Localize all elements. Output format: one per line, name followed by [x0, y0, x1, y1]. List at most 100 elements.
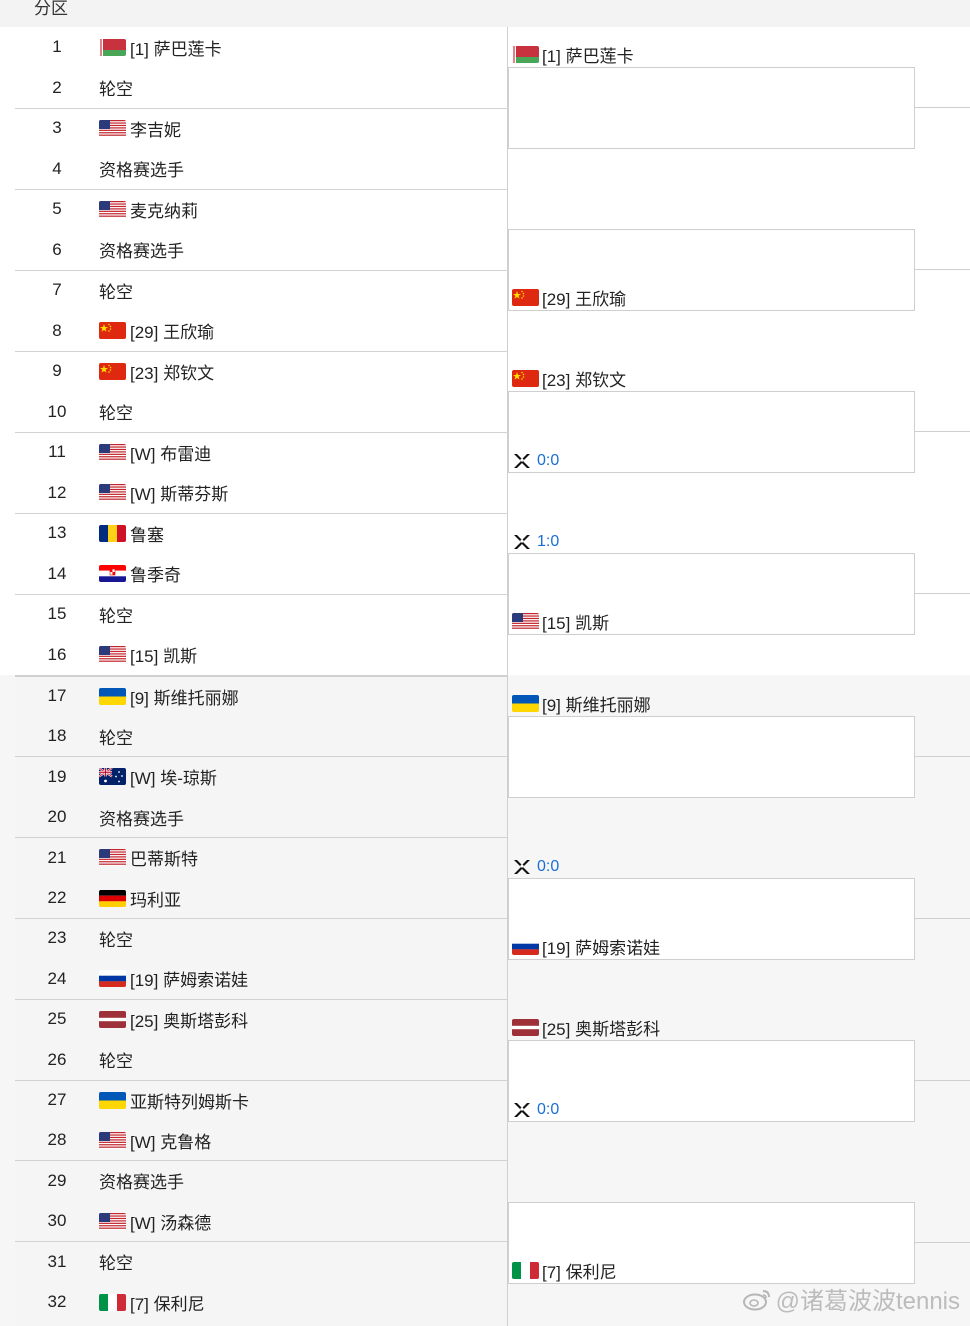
draw-position: 24: [47, 968, 67, 988]
pair-divider: [15, 107, 508, 109]
draw-player[interactable]: [W] 汤森德: [99, 1209, 211, 1234]
draw-player[interactable]: [W] 埃-琼斯: [99, 764, 217, 789]
round2-player[interactable]: [25] 奥斯塔彭科: [512, 1016, 660, 1039]
match-score[interactable]: 0:0: [512, 856, 559, 878]
player-name: 巴蒂斯特: [130, 850, 198, 870]
draw-player[interactable]: 玛利亚: [99, 886, 181, 911]
draw-player[interactable]: [25] 奥斯塔彭科: [99, 1007, 248, 1032]
draw-position: 19: [47, 766, 67, 786]
draw-row: 1[1] 萨巴莲卡: [15, 27, 508, 67]
bracket-connector: [915, 269, 970, 270]
draw-position: 21: [47, 847, 67, 867]
match-score[interactable]: 0:0: [512, 450, 559, 472]
draw-player[interactable]: 资格赛选手: [99, 156, 184, 181]
draw-row: 29 资格赛选手: [15, 1161, 508, 1201]
draw-player[interactable]: 轮空: [99, 926, 133, 951]
bracket-connector: [915, 107, 970, 108]
draw-player[interactable]: 鲁季奇: [99, 561, 181, 586]
draw-player[interactable]: [W] 斯蒂芬斯: [99, 480, 228, 505]
round2-player[interactable]: [9] 斯维托丽娜: [512, 692, 651, 715]
round2-player[interactable]: [19] 萨姆索诺娃: [512, 935, 660, 958]
pair-divider: [15, 188, 508, 190]
draw-player[interactable]: [1] 萨巴莲卡: [99, 35, 222, 60]
draw-player[interactable]: 鲁塞: [99, 521, 164, 546]
italy-flag-icon: [99, 1293, 126, 1311]
round2-player[interactable]: [7] 保利尼: [512, 1259, 617, 1282]
draw-position: 13: [47, 523, 67, 542]
latvia-flag-icon: [99, 1010, 126, 1028]
draw-position: 26: [47, 1049, 67, 1069]
round2-player[interactable]: [29] 王欣瑜: [512, 286, 626, 309]
player-name: 李吉妮: [130, 120, 181, 140]
match-score[interactable]: 1:0: [512, 531, 559, 553]
draw-player[interactable]: 资格赛选手: [99, 237, 184, 262]
score-link[interactable]: 1:0: [537, 533, 560, 550]
bracket-connector: [915, 918, 970, 919]
usa-flag-icon: [99, 1212, 126, 1230]
bracket-box: [508, 716, 915, 798]
draw-player[interactable]: [W] 克鲁格: [99, 1128, 211, 1153]
draw-player[interactable]: 轮空: [99, 399, 133, 424]
china-flag-icon: [99, 322, 126, 339]
draw-position: 31: [47, 1251, 67, 1271]
draw-player[interactable]: 资格赛选手: [99, 1168, 184, 1193]
draw-row: 26 轮空: [15, 1040, 508, 1080]
player-name: [15] 凯斯: [542, 613, 610, 633]
score-link[interactable]: 0:0: [537, 858, 560, 875]
bracket-connector: [915, 593, 970, 594]
draw-player[interactable]: 资格赛选手: [99, 805, 184, 830]
usa-flag-icon: [99, 1131, 126, 1149]
draw-player[interactable]: 麦克纳莉: [99, 197, 198, 222]
player-name: [W] 布雷迪: [130, 444, 212, 464]
player-name: 轮空: [99, 404, 133, 423]
draw-position: 5: [52, 199, 62, 218]
ukraine-flag-icon: [99, 1091, 126, 1109]
draw-player[interactable]: 轮空: [99, 602, 133, 627]
match-vs-icon: [514, 860, 530, 874]
draw-player[interactable]: 亚斯特列姆斯卡: [99, 1088, 249, 1113]
draw-row: 30[W] 汤森德: [15, 1201, 508, 1241]
player-name: [25] 奥斯塔彭科: [130, 1011, 249, 1031]
score-link[interactable]: 0:0: [537, 1101, 560, 1118]
player-name: 鲁季奇: [130, 566, 181, 585]
pair-divider: [15, 593, 508, 595]
draw-player[interactable]: [15] 凯斯: [99, 642, 197, 667]
player-name: 轮空: [99, 728, 133, 748]
draw-player[interactable]: [7] 保利尼: [99, 1290, 205, 1315]
draw-player[interactable]: 轮空: [99, 724, 133, 749]
draw-player[interactable]: 轮空: [99, 278, 133, 303]
player-name: 轮空: [99, 1254, 133, 1274]
draw-player[interactable]: 李吉妮: [99, 116, 181, 141]
china-flag-icon: [512, 288, 539, 306]
match-vs-icon: [514, 535, 530, 549]
draw-player[interactable]: 轮空: [99, 75, 133, 100]
draw-row: 32[7] 保利尼: [15, 1282, 508, 1322]
score-link[interactable]: 0:0: [537, 452, 560, 469]
bracket-box: [508, 1040, 915, 1122]
weibo-icon: [742, 1289, 770, 1310]
draw-player[interactable]: [29] 王欣瑜: [99, 318, 214, 343]
draw-position: 27: [47, 1090, 67, 1109]
round2-player[interactable]: [15] 凯斯: [512, 610, 610, 633]
draw-position: 16: [47, 644, 67, 664]
draw-player[interactable]: 轮空: [99, 1249, 133, 1274]
match-score[interactable]: 0:0: [512, 1099, 559, 1121]
draw-position: 29: [47, 1170, 67, 1190]
draw-player[interactable]: 轮空: [99, 1047, 133, 1072]
draw-player[interactable]: [19] 萨姆索诺娃: [99, 966, 248, 991]
draw-player[interactable]: [23] 郑钦文: [99, 359, 214, 384]
round2-player[interactable]: [1] 萨巴莲卡: [512, 43, 634, 66]
draw-player[interactable]: [W] 布雷迪: [99, 440, 211, 465]
player-name: [29] 王欣瑜: [130, 323, 215, 342]
round2-player[interactable]: [23] 郑钦文: [512, 367, 626, 390]
draw-player[interactable]: [9] 斯维托丽娜: [99, 684, 239, 709]
draw-position: 15: [47, 604, 67, 623]
section-title: 分区: [34, 0, 68, 18]
draw-player[interactable]: 巴蒂斯特: [99, 845, 198, 870]
pair-divider: [15, 1079, 508, 1081]
pair-divider: [15, 918, 508, 919]
